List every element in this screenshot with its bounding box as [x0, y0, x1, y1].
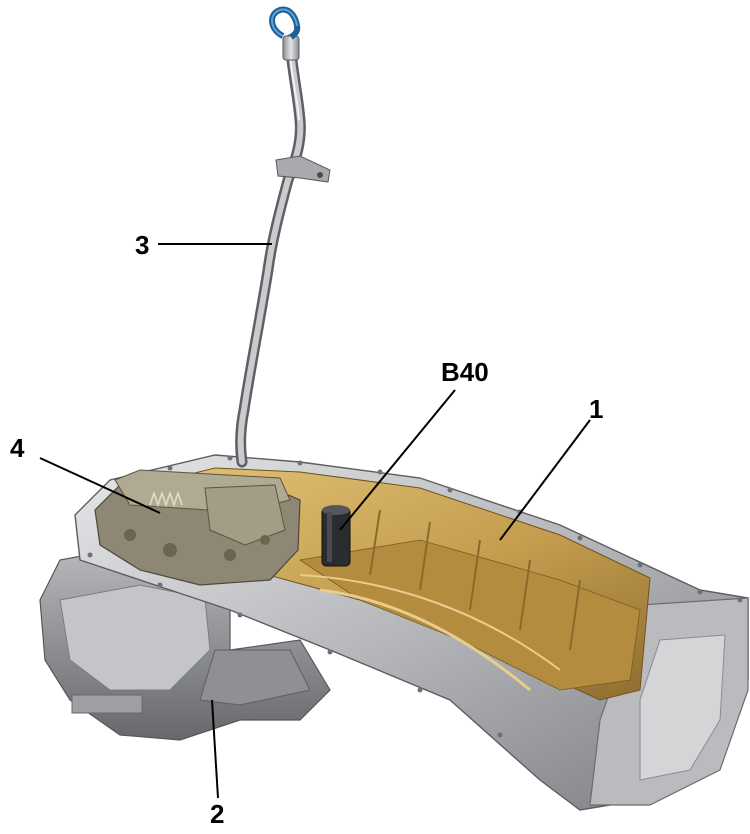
- oil-sensor: [321, 505, 351, 567]
- dipstick-handle-icon: [269, 6, 301, 40]
- lower-oil-pan: [39, 544, 331, 741]
- leader-lines: [39, 243, 591, 799]
- callout-b40: B40: [441, 357, 489, 387]
- callout-2: 2: [210, 799, 224, 829]
- callout-3: 3: [135, 230, 149, 260]
- leader-line-1: [499, 419, 591, 541]
- leader-line-b40: [339, 389, 456, 531]
- leader-line-4: [39, 457, 161, 514]
- dipstick-guide-tube: [235, 34, 331, 468]
- leader-line-2: [211, 699, 219, 799]
- callout-1: 1: [589, 394, 603, 424]
- callout-4: 4: [10, 433, 25, 463]
